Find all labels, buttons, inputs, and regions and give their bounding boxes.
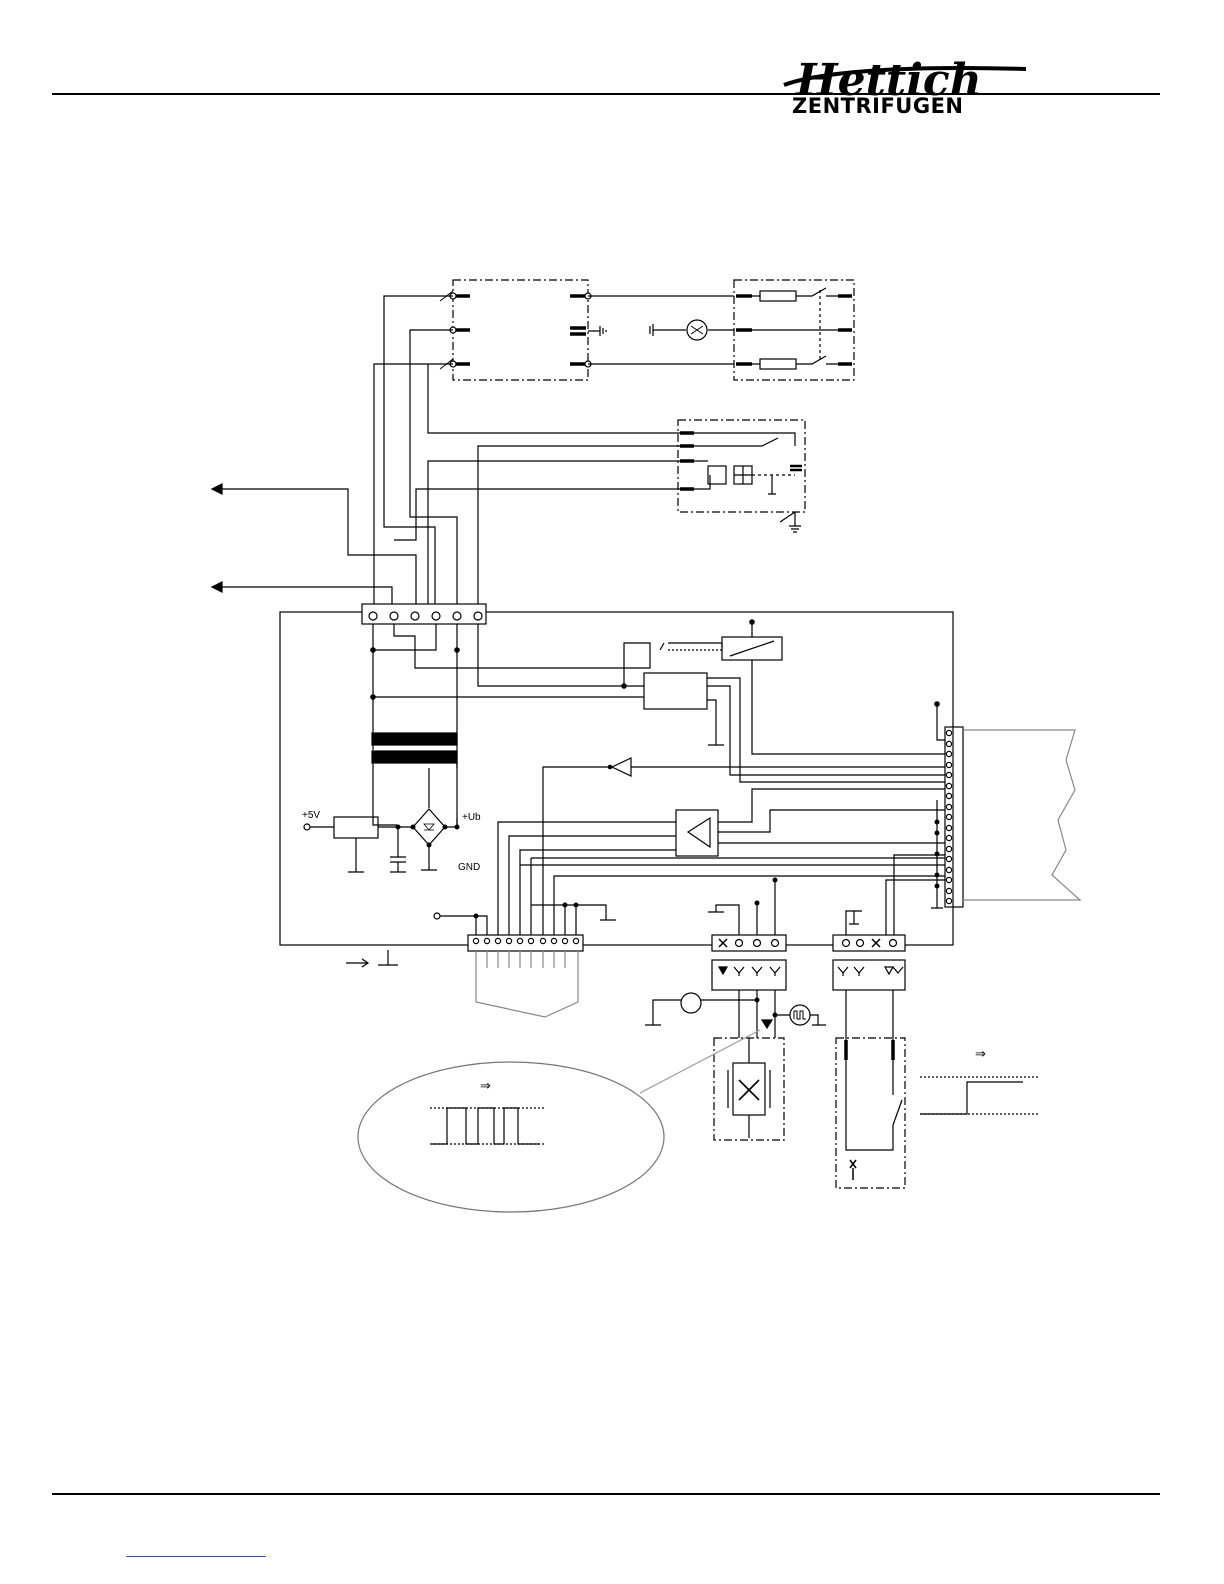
mains-filter-box [453, 280, 588, 380]
label-gnd: GND [458, 862, 480, 873]
label-plus-ub: +Ub [462, 812, 481, 823]
lid-lock-contacts [694, 433, 795, 489]
lid-lock-terminals [680, 433, 694, 489]
callout-bubble [358, 1062, 664, 1212]
wire-bundle [374, 296, 680, 605]
lock-solenoid [708, 466, 726, 484]
mains-plug-ground [650, 324, 734, 336]
lock-indicator [790, 466, 802, 470]
label-plus5v: +5V [302, 810, 320, 821]
psu-wires [310, 809, 457, 872]
bubble-arrow-icon: ⇒ [480, 1079, 491, 1094]
motor-controller-box [644, 673, 707, 709]
mains-filter-pins [450, 293, 591, 367]
fuse-top [760, 291, 796, 301]
lid-ground [780, 512, 801, 532]
ground-arrow [346, 950, 398, 967]
mains-filter-terminals [455, 296, 586, 364]
sensor-cable [476, 951, 578, 1017]
switch-contacts [752, 288, 838, 364]
main-pcb [280, 612, 953, 945]
lid-step-waveform [920, 1082, 1023, 1114]
ribbon-connector-pins [946, 730, 951, 903]
mains-terminal-block [362, 604, 486, 624]
lid-switch-plug [833, 960, 905, 990]
voltage-regulator [334, 817, 378, 838]
buffer-triangle [612, 758, 631, 776]
pulse-waveform [432, 1108, 540, 1144]
amplifier-box [676, 810, 718, 856]
transformer-core-top [372, 733, 457, 745]
transformer-core-bottom [372, 751, 457, 763]
pcb-junctions [370, 619, 940, 707]
fuse-bottom [760, 359, 796, 369]
footer-rule [52, 1493, 1160, 1495]
right-waveform-arrow-icon: ⇒ [975, 1047, 986, 1062]
filter-ground-symbol [588, 326, 606, 336]
pcb-traces-upper [373, 624, 722, 768]
footer-link-underline[interactable] [126, 1556, 266, 1557]
motor-symbol [681, 993, 701, 1013]
ribbon-cable [963, 730, 1080, 900]
arrow-out-lower [212, 587, 392, 605]
